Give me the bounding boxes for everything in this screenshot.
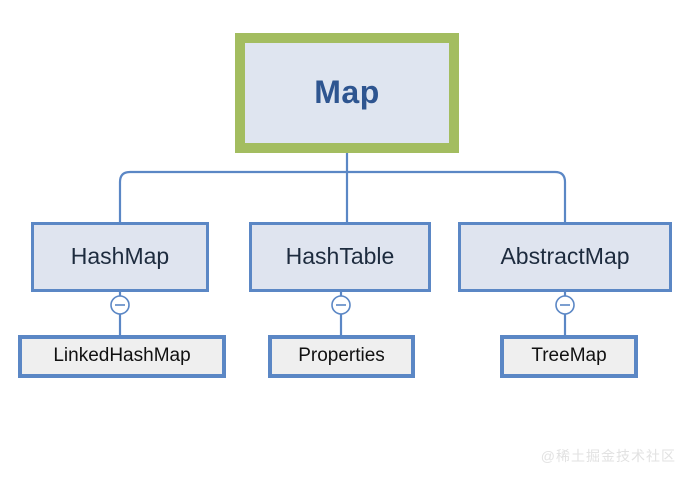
node-linkedhashmap-label: LinkedHashMap <box>53 345 191 367</box>
node-properties[interactable]: Properties <box>268 335 415 378</box>
node-hashmap-label: HashMap <box>70 243 170 270</box>
node-treemap[interactable]: TreeMap <box>500 335 638 378</box>
node-abstractmap-label: AbstractMap <box>500 243 630 270</box>
collapse-toggle-abstractmap[interactable] <box>555 295 575 315</box>
node-linkedhashmap[interactable]: LinkedHashMap <box>18 335 226 378</box>
node-map-label: Map <box>314 74 380 111</box>
node-properties-label: Properties <box>298 345 385 367</box>
connector-bus-right <box>347 170 567 222</box>
node-hashmap[interactable]: HashMap <box>31 222 209 292</box>
watermark: @稀土掘金技术社区 <box>540 448 676 464</box>
connector-bus-left <box>118 170 347 222</box>
node-map[interactable]: Map <box>235 33 459 153</box>
node-abstractmap[interactable]: AbstractMap <box>458 222 672 292</box>
collapse-toggle-hashtable[interactable] <box>331 295 351 315</box>
node-hashtable[interactable]: HashTable <box>249 222 431 292</box>
node-treemap-label: TreeMap <box>531 345 607 367</box>
collapse-toggle-hashmap[interactable] <box>110 295 130 315</box>
node-hashtable-label: HashTable <box>285 243 395 270</box>
